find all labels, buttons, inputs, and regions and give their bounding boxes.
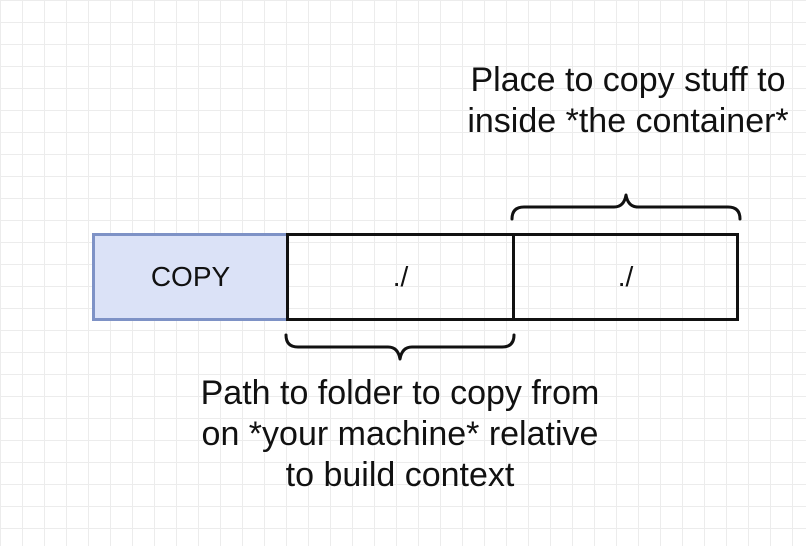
destination-path-cell: ./	[512, 233, 739, 321]
destination-annotation: Place to copy stuff to inside *the conta…	[467, 61, 789, 140]
instruction-cell: COPY	[92, 233, 289, 321]
instruction-label: COPY	[150, 261, 231, 292]
source-annotation: Path to folder to copy from on *your mac…	[200, 374, 600, 494]
destination-path-label: ./	[617, 261, 634, 292]
source-path-label: ./	[392, 261, 409, 292]
source-brace	[284, 333, 516, 361]
source-path-cell: ./	[286, 233, 515, 321]
destination-brace	[510, 193, 742, 221]
